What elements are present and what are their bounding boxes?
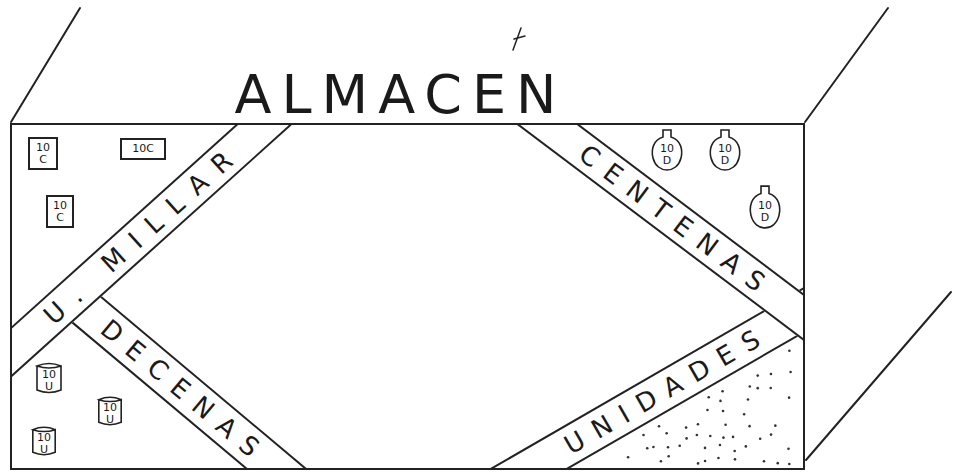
band-label: U. MILLAR (29, 138, 248, 339)
sand-dot (707, 396, 710, 399)
sand-dot (759, 437, 762, 440)
sand-dot (704, 460, 707, 463)
tens-bottle: 10 D (650, 128, 684, 172)
bottle-shape (710, 130, 739, 170)
sand-dot (665, 432, 668, 435)
box-edge (11, 8, 80, 122)
sand-dot (722, 436, 725, 439)
sand-dot (734, 458, 737, 461)
sand-dot (678, 444, 681, 447)
sand-dot (709, 435, 712, 438)
sand-dot (697, 462, 700, 465)
sand-dot (732, 436, 735, 439)
jar-shape (33, 427, 55, 454)
sand-dot (667, 455, 670, 458)
sand-dot (724, 423, 727, 426)
sand-dot (719, 444, 722, 447)
sand-dot (787, 447, 790, 450)
item-label: 10 D (754, 200, 776, 223)
sand-dot (748, 385, 751, 388)
band-label: DECENAS (87, 307, 273, 469)
sand-dot (667, 446, 670, 449)
sand-dot (658, 425, 661, 428)
box-front-face: 10 C10C10 CU. MILLARCENTENAS10 D10 D10 D… (10, 123, 805, 470)
sand-dot (660, 460, 663, 463)
box-edge (805, 8, 888, 122)
units-jar: 10 U (96, 394, 124, 428)
sand-dot (717, 457, 720, 460)
band-label: UNIDADES (550, 320, 775, 465)
sand-dot (685, 426, 688, 429)
hundreds-pack: 10 C (46, 195, 74, 228)
tens-bottle: 10 D (708, 128, 742, 172)
item-label: 10 D (656, 143, 678, 166)
bottle-shape (652, 130, 681, 170)
sand-dot (733, 450, 736, 453)
sand-dot (697, 423, 700, 426)
hundreds-pack: 10C (120, 138, 166, 160)
tens-bottle: 10 D (748, 184, 782, 230)
box-title: ALMACEN (10, 66, 805, 123)
sand-dot (745, 445, 748, 448)
sand-dot (788, 396, 791, 399)
sand-dot (685, 437, 688, 440)
pencil-mark (513, 28, 525, 50)
sand-dot (748, 425, 751, 428)
jar-shape (37, 364, 61, 393)
sand-dot (642, 434, 645, 437)
sand-dot (756, 387, 759, 390)
units-jar: 10 U (30, 424, 58, 458)
bottle-shape (750, 186, 779, 228)
item-label: 10C (132, 143, 154, 155)
sand-dot (763, 460, 766, 463)
jar-shape (99, 397, 121, 424)
sand-dot (776, 462, 779, 465)
sand-dot (770, 373, 773, 376)
item-label: 10 U (100, 402, 120, 425)
sand-dot (769, 387, 772, 390)
sand-dot (704, 447, 707, 450)
sand-dot (706, 409, 709, 412)
item-label: 10 U (34, 432, 54, 455)
sand-dot (788, 463, 791, 466)
sand-dot (743, 413, 746, 416)
hundreds-pack: 10 C (28, 137, 58, 170)
sand-dot (719, 400, 722, 403)
item-label: 10 U (39, 369, 59, 392)
units-jar: 10 U (34, 360, 64, 396)
sand-dot (722, 410, 725, 413)
item-label: 10 C (51, 200, 69, 223)
box-edge (806, 292, 951, 460)
sand-dot (646, 447, 649, 450)
sand-dot (721, 390, 724, 393)
sand-dot (696, 434, 699, 437)
sand-dot (774, 424, 777, 427)
sand-dot (627, 456, 630, 459)
item-label: 10 D (714, 143, 736, 166)
sand-dot (747, 398, 750, 401)
sand-dot (788, 349, 791, 352)
sand-dot (789, 371, 792, 374)
sand-dot (756, 374, 759, 377)
storage-box: ALMACEN10 C10C10 CU. MILLARCENTENAS10 D1… (10, 66, 805, 470)
item-label: 10 C (33, 142, 53, 165)
sand-dot (770, 433, 773, 436)
sand-dot (652, 446, 655, 449)
